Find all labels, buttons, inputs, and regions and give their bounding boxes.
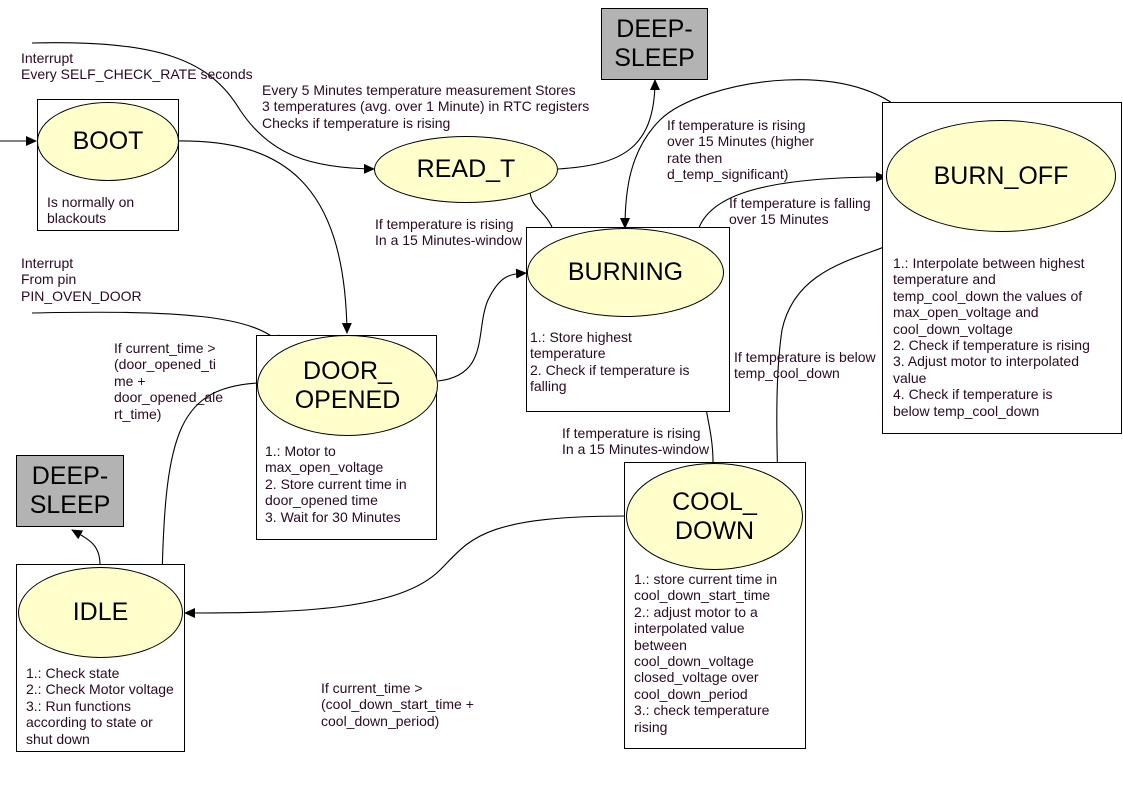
arrow-interrupt-to-read-t <box>31 42 375 174</box>
arrow-burning-to-burn-off <box>695 172 887 241</box>
cool-down-description: 1.: store current time in cool_down_star… <box>634 571 778 735</box>
label-rising-over-15-higher: If temperature is rising over 15 Minutes… <box>667 117 815 183</box>
state-boot: BOOT <box>37 102 179 181</box>
burn-off-description: 1.: Interpolate between highest temperat… <box>893 255 1090 419</box>
arrow-burn-off-to-burning <box>620 79 919 229</box>
state-read-t: READ_T <box>374 136 558 203</box>
burning-description: 1.: Store highest temperature 2. Check i… <box>530 329 690 395</box>
label-interrupt-pin: Interrupt From pin PIN_OVEN_DOOR <box>21 255 142 304</box>
arrow-door-opened-to-burning <box>437 268 527 382</box>
state-deep-sleep-top: DEEP- SLEEP <box>601 8 708 80</box>
idle-description: 1.: Check state 2.: Check Motor voltage … <box>26 665 174 747</box>
boot-description: Is normally on blackouts <box>47 194 135 227</box>
arrow-door-opened-to-idle <box>157 382 259 581</box>
state-burn-off: BURN_OFF <box>886 120 1116 232</box>
label-rising-15-window-cool: If temperature is rising In a 15 Minutes… <box>562 425 710 458</box>
arrow-boot-to-door-opened <box>177 140 352 334</box>
label-read-t-info: Every 5 Minutes temperature measurement … <box>262 82 590 131</box>
arrow-cool-down-to-idle <box>184 515 627 618</box>
state-idle: IDLE <box>18 567 183 658</box>
label-below-cool-down: If temperature is below temp_cool_down <box>734 349 876 382</box>
state-burning: BURNING <box>527 228 724 317</box>
state-door-opened: DOOR_ OPENED <box>257 335 438 436</box>
label-cool-down-time-condition: If current_time > (cool_down_start_time … <box>321 680 474 729</box>
state-cool-down: COOL_ DOWN <box>626 463 803 570</box>
arrow-read-t-to-deep-sleep <box>557 79 660 170</box>
label-rising-15-window-read: If temperature is rising In a 15 Minutes… <box>375 216 523 249</box>
label-interrupt-self-check: Interrupt Every SELF_CHECK_RATE seconds <box>21 50 253 83</box>
arrow-interrupt-pin-to-door-opened <box>31 311 283 346</box>
label-door-time-condition: If current_time > (door_opened_ti me + d… <box>114 340 223 422</box>
door-opened-description: 1.: Motor to max_open_voltage 2. Store c… <box>265 443 407 525</box>
label-falling-over-15: If temperature is falling over 15 Minute… <box>729 195 871 228</box>
arrow-idle-to-deep-sleep <box>71 529 101 566</box>
state-deep-sleep-left: DEEP- SLEEP <box>16 455 124 527</box>
